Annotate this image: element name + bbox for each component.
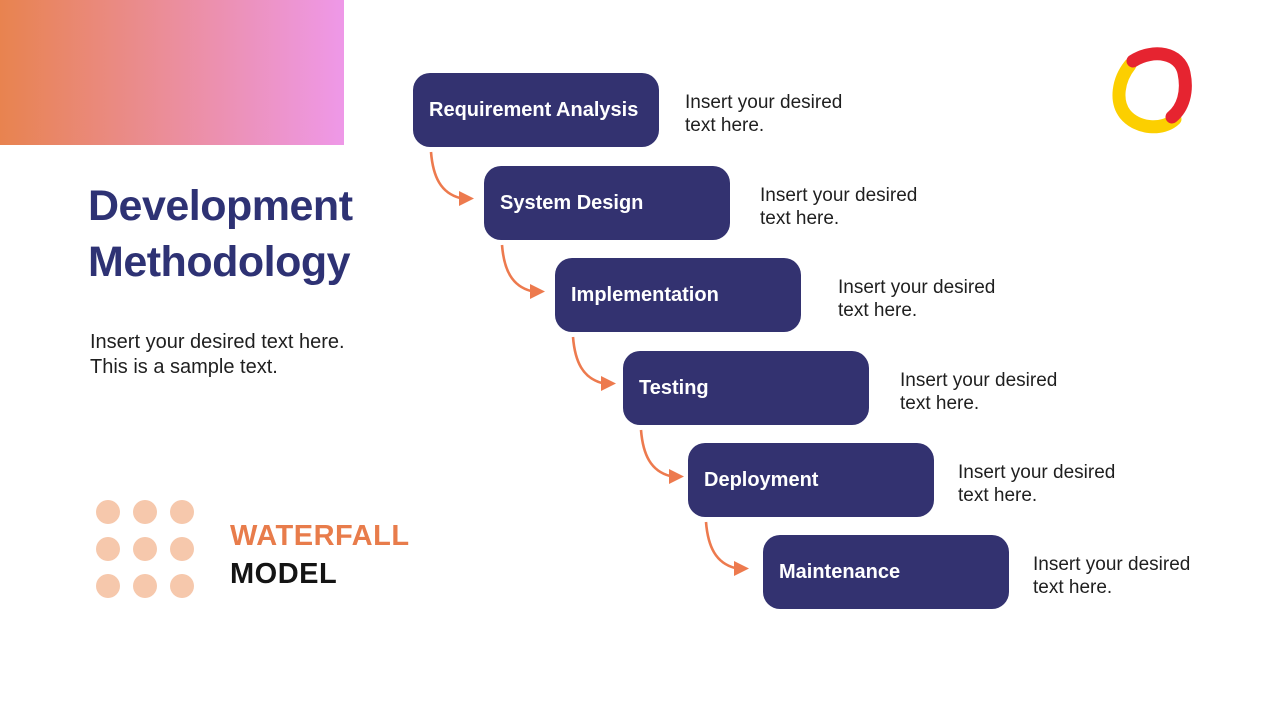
dot-grid-icon xyxy=(96,500,194,598)
process-step-label: Requirement Analysis xyxy=(429,99,639,121)
page-title: Development Methodology xyxy=(88,182,353,286)
flow-arrow-icon xyxy=(639,429,684,484)
dot xyxy=(170,537,194,561)
process-step-description: Insert your desired text here. xyxy=(900,370,1058,414)
process-step-box: Maintenance xyxy=(763,535,1009,609)
brand-label-primary: WATERFALL xyxy=(230,520,410,552)
dot xyxy=(133,574,157,598)
brand-label: WATERFALL MODEL xyxy=(230,517,410,593)
flow-arrow-icon xyxy=(429,151,474,206)
process-step-label: System Design xyxy=(500,192,644,214)
dot xyxy=(96,574,120,598)
process-step-box: Testing xyxy=(623,351,869,425)
dot xyxy=(133,500,157,524)
process-step-box: Implementation xyxy=(555,258,801,332)
process-step-box: Requirement Analysis xyxy=(413,73,659,147)
process-step-label: Maintenance xyxy=(779,561,901,583)
dot xyxy=(170,500,194,524)
process-step-description: Insert your desired text here. xyxy=(838,277,996,321)
flow-arrow-icon xyxy=(500,244,545,299)
decorative-gradient-bar xyxy=(0,0,344,145)
process-step-label: Implementation xyxy=(571,284,719,306)
process-step-description: Insert your desired text here. xyxy=(760,185,918,229)
process-step-description: Insert your desired text here. xyxy=(1033,554,1191,598)
dot xyxy=(170,574,194,598)
slide-subtitle: Insert your desired text here. This is a… xyxy=(90,331,345,378)
flow-arrow-icon xyxy=(704,521,749,576)
dot xyxy=(96,500,120,524)
process-step-label: Deployment xyxy=(704,469,819,491)
brand-label-secondary: MODEL xyxy=(230,558,338,590)
brand-logo-icon xyxy=(1112,47,1192,134)
dot xyxy=(133,537,157,561)
process-step-description: Insert your desired text here. xyxy=(685,92,843,136)
dot xyxy=(96,537,120,561)
process-step-label: Testing xyxy=(639,377,709,399)
process-step-box: System Design xyxy=(484,166,730,240)
process-step-description: Insert your desired text here. xyxy=(958,462,1116,506)
process-step-box: Deployment xyxy=(688,443,934,517)
flow-arrow-icon xyxy=(571,336,616,391)
